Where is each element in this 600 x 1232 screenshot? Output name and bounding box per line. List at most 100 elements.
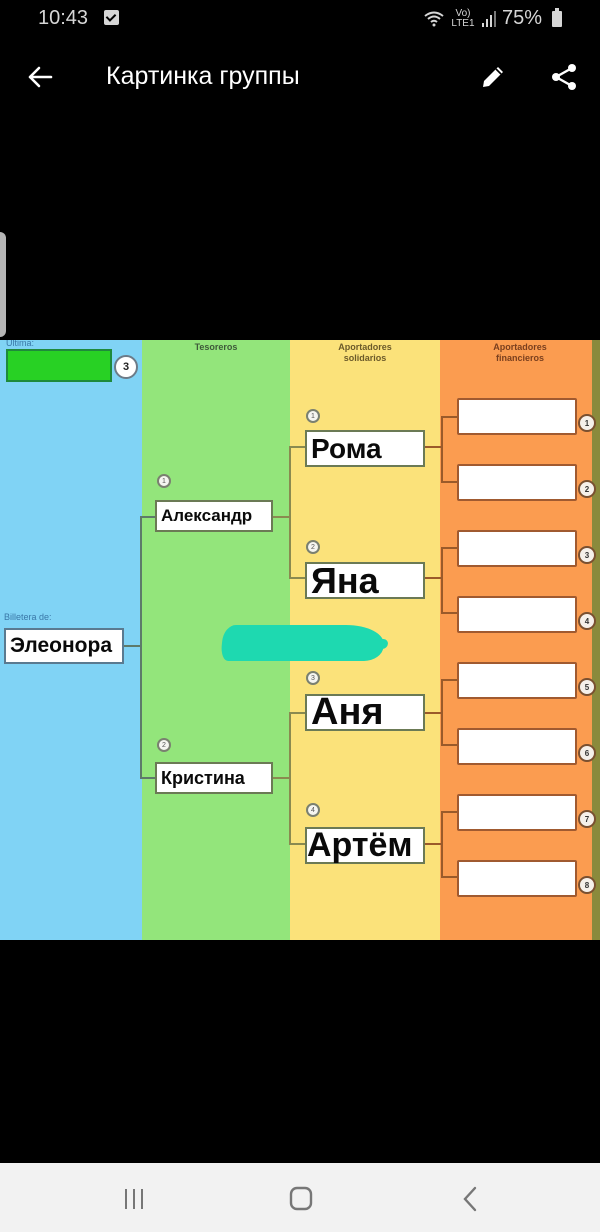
owner-name: Элеонора [10, 634, 113, 657]
solidario-badge-4: 4 [306, 803, 320, 817]
share-icon [552, 64, 576, 90]
financiero-box-1 [457, 398, 577, 435]
connector-line [441, 876, 457, 878]
connector-line [289, 843, 306, 845]
financiero-box-6 [457, 728, 577, 765]
image-right-edge [592, 340, 600, 940]
solidario-name-box-2: Яна [305, 559, 425, 601]
connector-line [289, 577, 306, 579]
solidario-name-3: Аня [311, 691, 384, 733]
back-nav-button[interactable] [450, 1185, 490, 1213]
financiero-badge-5: 5 [578, 678, 596, 696]
financiero-box-3 [457, 530, 577, 567]
column-header-solidarios: Aportadores solidarios [338, 342, 392, 363]
pencil-icon [483, 67, 503, 87]
recent-apps-icon [125, 1189, 143, 1209]
solidario-name-2: Яна [311, 559, 379, 601]
volte-lte-icon: Vo) LTE1 [451, 7, 475, 29]
financiero-badge-4: 4 [578, 612, 596, 630]
status-time: 10:43 [38, 7, 89, 29]
financiero-box-8 [457, 860, 577, 897]
edit-button[interactable] [476, 60, 510, 94]
financiero-badge-7: 7 [578, 810, 596, 828]
connector-line [124, 645, 141, 647]
battery-percent: 75% [501, 7, 542, 29]
solidario-name-1: Рома [311, 432, 382, 464]
solidario-name-box-3: Аня [305, 691, 425, 733]
ultima-box [6, 349, 112, 382]
financiero-badge-6: 6 [578, 744, 596, 762]
connector-line [425, 712, 442, 714]
financiero-box-7 [457, 794, 577, 831]
connector-line [425, 446, 442, 448]
connector-line [273, 777, 290, 779]
group-image[interactable]: Ultima: 3 Billetera de: Tesoreros Aporta… [0, 340, 600, 940]
solidario-badge-3: 3 [306, 671, 320, 685]
financiero-box-5 [457, 662, 577, 699]
financiero-box-2 [457, 464, 577, 501]
tesorero-name-box-2: Кристина [155, 762, 273, 794]
connector-line [441, 679, 457, 681]
column-header-tesoreros: Tesoreros [194, 342, 238, 352]
tesorero-name-2: Кристина [161, 767, 245, 788]
signal-icon [481, 10, 496, 27]
connector-line [289, 712, 291, 844]
connector-line [441, 612, 457, 614]
connector-line [140, 516, 142, 778]
financiero-badge-1: 1 [578, 414, 596, 432]
connector-line [273, 516, 290, 518]
connector-line [441, 679, 443, 745]
connector-line [441, 811, 457, 813]
financiero-badge-2: 2 [578, 480, 596, 498]
status-indicators: Vo) LTE1 75% [424, 7, 562, 30]
connector-line [441, 416, 443, 482]
tesorero-name-box-1: Александр [155, 500, 273, 532]
back-button[interactable] [24, 61, 56, 93]
connector-line [289, 446, 306, 448]
redaction-scribble [220, 625, 386, 661]
connector-line [441, 811, 443, 877]
arrow-left-icon [28, 66, 53, 88]
home-icon [289, 1186, 313, 1211]
solidario-badge-1: 1 [306, 409, 320, 423]
billetera-label: Billetera de: [4, 612, 52, 622]
edge-panel-handle[interactable] [0, 232, 6, 337]
connector-line [140, 516, 156, 518]
status-bar: 10:43 Vo) LTE1 75% [0, 0, 600, 38]
solidario-name-4: Артём [307, 826, 413, 864]
connector-line [441, 744, 457, 746]
ultima-label: Ultima: [6, 340, 35, 348]
connector-line [441, 547, 457, 549]
financiero-box-4 [457, 596, 577, 633]
financiero-badge-8: 8 [578, 876, 596, 894]
connector-line [289, 446, 291, 578]
financiero-badge-3: 3 [578, 546, 596, 564]
connector-line [441, 547, 443, 613]
tesorero-badge-1: 1 [157, 474, 171, 488]
back-icon [463, 1186, 477, 1212]
owner-name-box: Элеонора [4, 628, 124, 664]
tesorero-name-1: Александр [161, 506, 253, 525]
connector-line [289, 712, 306, 714]
connector-line [441, 481, 457, 483]
connector-line [441, 416, 457, 418]
tesorero-badge-2: 2 [157, 738, 171, 752]
connector-line [140, 777, 156, 779]
checkbox-notification-icon [104, 10, 119, 25]
battery-icon [552, 7, 562, 27]
solidario-name-box-4: Артём [305, 826, 425, 864]
system-nav-bar [0, 1163, 600, 1232]
recent-apps-button[interactable] [114, 1185, 154, 1213]
connector-line [425, 577, 442, 579]
solidario-badge-2: 2 [306, 540, 320, 554]
wifi-icon [424, 11, 444, 26]
home-button[interactable] [281, 1185, 321, 1213]
app-bar: Картинка группы [0, 48, 600, 106]
column-financieros: Aportadores financieros [440, 340, 600, 940]
page-title: Картинка группы [106, 62, 300, 90]
ultima-number-badge: 3 [114, 355, 138, 379]
share-button[interactable] [547, 60, 581, 94]
column-header-financieros: Aportadores financieros [493, 342, 547, 363]
solidario-name-box-1: Рома [305, 430, 425, 467]
